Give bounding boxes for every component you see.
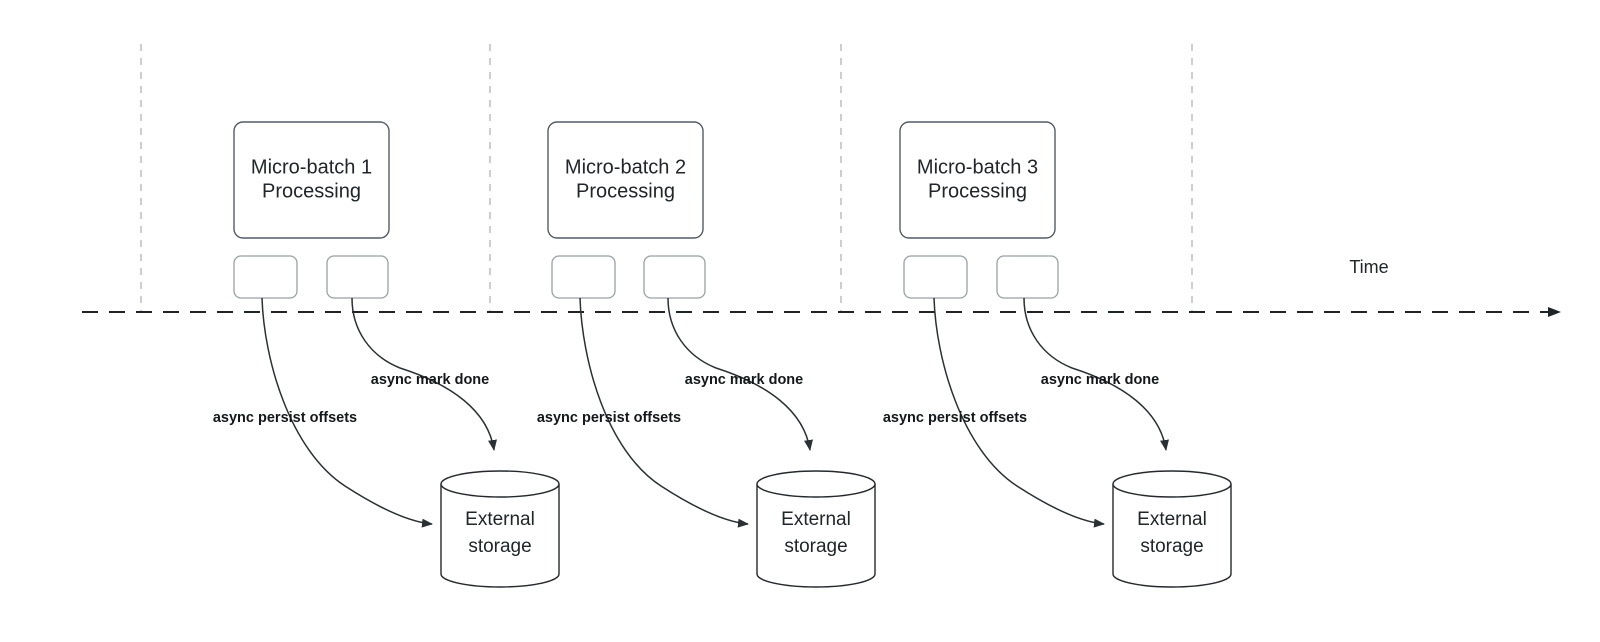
time-axis: Time [82,257,1561,317]
edge-persist-offsets-3 [933,297,1105,528]
micro-batch-2-label-line2: Processing [576,180,675,202]
external-storage-3-label-line1: External [1137,509,1207,530]
micro-batch-2-box[interactable] [547,121,704,239]
external-storage-3[interactable]: External storage [1112,470,1232,588]
edge-label-mark-done-3: async mark done [1041,372,1159,388]
edge-persist-offsets-2 [579,297,749,528]
micro-batch-1-label-line2: Processing [262,180,361,202]
mini-box-3b[interactable] [996,255,1059,299]
edge-label-persist-offsets-2: async persist offsets [537,410,681,426]
mini-box-1b[interactable] [326,255,389,299]
batch-1-group: Micro-batch 1 Processing async persist o… [213,121,560,588]
time-axis-label: Time [1349,257,1388,277]
batch-3-group: Micro-batch 3 Processing async persist o… [883,121,1232,588]
micro-batch-1-box[interactable] [233,121,390,239]
external-storage-2[interactable]: External storage [756,470,876,588]
external-storage-1-label-line2: storage [468,536,531,557]
mini-box-2a[interactable] [551,255,616,299]
mini-box-1a[interactable] [233,255,298,299]
micro-batch-3-box[interactable] [899,121,1056,239]
micro-batch-3-label-line1: Micro-batch 3 [917,156,1038,178]
micro-batch-1-label-line1: Micro-batch 1 [251,156,372,178]
edge-label-persist-offsets-1: async persist offsets [213,410,357,426]
tick-line-group [140,44,1193,312]
edge-label-persist-offsets-3: async persist offsets [883,410,1027,426]
external-storage-3-label-line2: storage [1140,536,1203,557]
external-storage-2-label-line1: External [781,509,851,530]
mini-box-3a[interactable] [903,255,968,299]
edge-mark-done-3 [1023,297,1169,451]
micro-batch-2-label-line1: Micro-batch 2 [565,156,686,178]
batch-2-group: Micro-batch 2 Processing async persist o… [537,121,876,588]
edge-mark-done-1 [351,297,497,451]
external-storage-2-label-line2: storage [784,536,847,557]
external-storage-1-label-line1: External [465,509,535,530]
mini-box-2b[interactable] [643,255,706,299]
edge-label-mark-done-2: async mark done [685,372,803,388]
micro-batch-3-label-line2: Processing [928,180,1027,202]
edge-label-mark-done-1: async mark done [371,372,489,388]
edge-mark-done-2 [667,297,813,451]
external-storage-1[interactable]: External storage [440,470,560,588]
edge-persist-offsets-1 [261,297,433,528]
